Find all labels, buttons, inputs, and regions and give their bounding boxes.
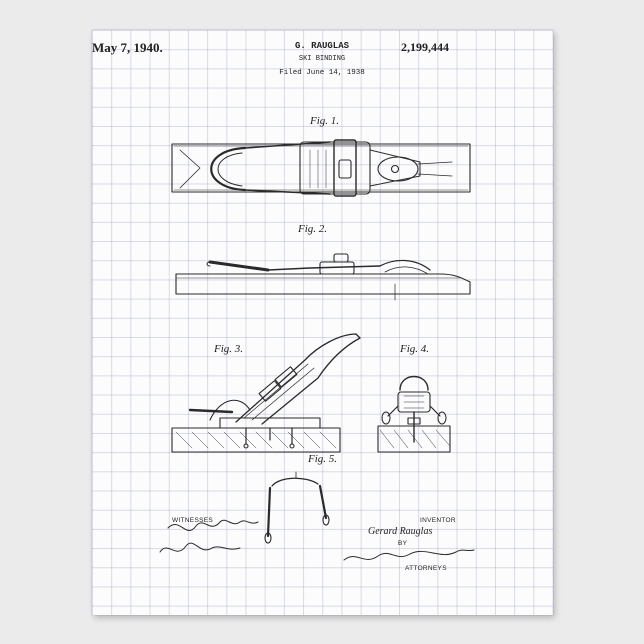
figure-4-binding-front [378, 377, 450, 453]
figure-1-label: Fig. 1. [310, 115, 339, 127]
attorneys-label: ATTORNEYS [405, 565, 447, 572]
inventor-label: INVENTOR [420, 517, 456, 524]
figure-3-label: Fig. 3. [214, 343, 243, 355]
figure-4-label: Fig. 4. [400, 343, 429, 355]
figure-3-binding-section [172, 334, 360, 452]
by-label: BY [398, 540, 407, 547]
inventor-signature: Gerard Rauglas [368, 526, 432, 537]
figure-2-label: Fig. 2. [298, 223, 327, 235]
figure-2-ski-side-view [176, 254, 470, 300]
figure-5-label: Fig. 5. [308, 453, 337, 465]
figure-1-ski-top-view [172, 140, 470, 196]
attorney-signature [344, 550, 474, 560]
witness-signature-2 [160, 543, 240, 552]
witnesses-label: WITNESSES [172, 517, 213, 524]
figure-5-cable-detail [265, 472, 329, 543]
